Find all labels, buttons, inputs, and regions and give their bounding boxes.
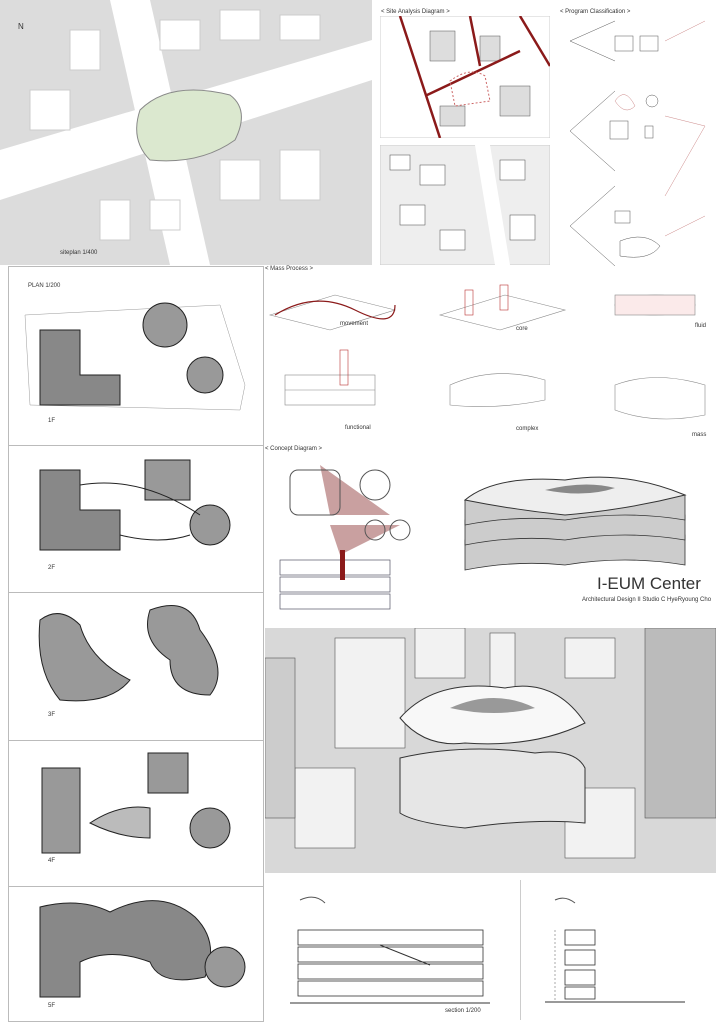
floor-label-5f: 5F bbox=[48, 1003, 56, 1009]
site-plan-label: siteplan 1/400 bbox=[60, 250, 98, 256]
mass-step-functional: functional bbox=[345, 425, 371, 431]
concept-title: < Concept Diagram > bbox=[265, 446, 323, 452]
project-subtitle: Architectural Design II Studio C HyeRyou… bbox=[582, 597, 712, 603]
site-analysis-title: < Site Analysis Diagram > bbox=[381, 9, 450, 15]
plan-3f bbox=[38, 605, 219, 702]
program-diagram bbox=[569, 20, 706, 266]
mass-process-title: < Mass Process > bbox=[265, 266, 314, 272]
floor-label-4f: 4F bbox=[48, 858, 56, 864]
site-analysis-map-context bbox=[380, 145, 550, 265]
floor-label-3f: 3F bbox=[48, 712, 56, 718]
section-cross bbox=[545, 897, 685, 1003]
mass-process-diagrams bbox=[268, 284, 706, 420]
section-long bbox=[290, 896, 490, 1004]
building-3d-model bbox=[463, 476, 687, 571]
plan-title: PLAN 1/200 bbox=[28, 283, 61, 289]
plan-5f bbox=[39, 900, 246, 998]
plan-2f bbox=[39, 459, 231, 551]
mass-step-core: core bbox=[516, 326, 528, 332]
divider bbox=[8, 445, 264, 446]
north-arrow: N bbox=[18, 22, 24, 31]
section-label: section 1/200 bbox=[445, 1008, 481, 1014]
site-plan: N siteplan 1/400 bbox=[0, 0, 372, 265]
plan-4f bbox=[41, 752, 231, 854]
divider bbox=[8, 740, 264, 741]
plan-1f bbox=[24, 302, 246, 411]
perspective-render bbox=[265, 628, 716, 873]
floor-label-2f: 2F bbox=[48, 565, 56, 571]
mass-step-complex: complex bbox=[516, 426, 539, 432]
mass-step-fluid: fluid bbox=[695, 323, 707, 329]
project-title: I-EUM Center bbox=[597, 574, 701, 593]
divider bbox=[520, 880, 521, 1020]
site-plan-drawing bbox=[0, 0, 372, 265]
floor-label-1f: 1F bbox=[48, 418, 56, 424]
site-analysis-map-roads bbox=[380, 16, 550, 138]
mass-step-movement: movement bbox=[340, 321, 369, 327]
divider bbox=[8, 886, 264, 887]
program-title: < Program Classification > bbox=[560, 9, 631, 15]
concept-diagram bbox=[279, 465, 411, 610]
mass-step-mass: mass bbox=[692, 432, 707, 438]
divider bbox=[8, 592, 264, 593]
